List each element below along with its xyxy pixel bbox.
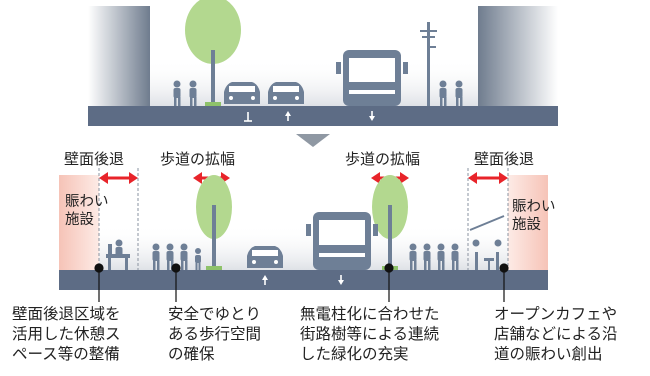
pedestrians-left-top [173, 80, 197, 106]
utility-pole-top [420, 22, 437, 106]
caption-bustle: オープンカフェや 店舗などによる沿 道の賑わい創出 [494, 305, 618, 363]
pedestrians-left-bottom [152, 243, 201, 270]
bench-left [106, 239, 130, 270]
current-street-section [88, 0, 558, 126]
building-right-top [478, 6, 558, 106]
pedestrians-right-top [439, 80, 463, 106]
setback-left-label: 壁面後退 [64, 150, 125, 168]
cafe-right [469, 215, 505, 270]
road-top [88, 106, 558, 126]
proposed-street-section [59, 168, 548, 302]
street-shade-bottom [99, 225, 508, 270]
setback-right-label: 壁面後退 [474, 150, 535, 168]
bus-bottom [306, 212, 378, 270]
bustle-facility-right [508, 175, 548, 270]
street-tree-left [196, 175, 232, 270]
caption-rest-space: 壁面後退区域を 活用した休憩ス ペース等の整備 [12, 305, 121, 363]
transition-arrow [296, 134, 330, 147]
road-bottom [59, 270, 548, 290]
bustle-facility-left-label: 賑わい 施設 [65, 194, 109, 228]
street-shade-top [150, 60, 478, 106]
lane-markings-bottom [262, 275, 344, 285]
bustle-facility-right-label: 賑わい 施設 [512, 199, 556, 233]
sidewalk-widening-right-label: 歩道の拡幅 [345, 150, 421, 168]
cars-top [224, 82, 304, 104]
bustle-facility-left [59, 175, 99, 270]
building-left-top [88, 6, 150, 106]
lane-markings-top [244, 111, 375, 122]
dimension-arrows [99, 172, 508, 184]
caption-walking-space: 安全でゆとり ある歩行空間 の確保 [168, 305, 262, 363]
pedestrians-right-bottom [409, 243, 459, 270]
caption-greening: 無電柱化に合わせた 街路樹等による連続 した緑化の充実 [300, 305, 440, 363]
street-tree-top [185, 0, 241, 106]
callout-markers [94, 263, 509, 302]
bus-top [336, 50, 408, 106]
sidewalk-widening-left-label: 歩道の拡幅 [160, 150, 236, 168]
dashed-guides [98, 168, 509, 270]
car-bottom [247, 246, 283, 268]
